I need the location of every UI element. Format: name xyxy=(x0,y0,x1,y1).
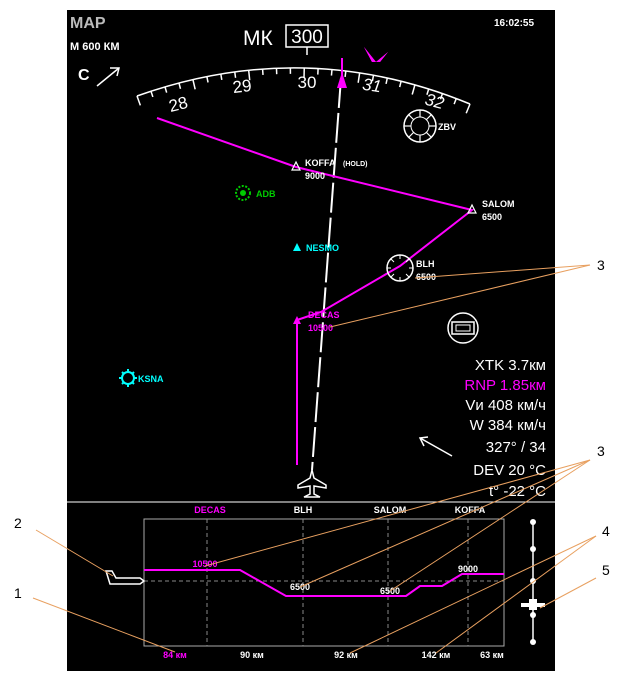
mode-label[interactable]: MAP xyxy=(70,15,106,32)
heading-tick-32: 32 xyxy=(423,90,447,113)
compass-tick-mark xyxy=(192,79,196,90)
rnp-readout: RNP 1.85км xyxy=(464,377,546,394)
callout-2: 2 xyxy=(14,515,22,531)
callout-leaders xyxy=(32,264,597,654)
compass-tick-mark xyxy=(206,76,209,83)
profile-frame xyxy=(143,518,505,647)
callout-5: 5 xyxy=(602,562,610,578)
course-value: 300 xyxy=(291,27,323,48)
profile-wpt-blh: BLH xyxy=(294,505,313,515)
vor-blh-icon[interactable] xyxy=(386,254,414,282)
profile-wpt-koffa: KOFFA xyxy=(455,505,486,515)
waypoint-decas-name: DECAS xyxy=(308,310,340,320)
compass-tick-mark xyxy=(247,70,251,81)
heading-tick-28: 28 xyxy=(167,93,190,116)
compass-tick-mark xyxy=(344,70,347,78)
waypoint-koffa-alt: 9000 xyxy=(305,171,325,181)
compass-tick-mark xyxy=(164,86,168,93)
profile-dist-1: 84 км xyxy=(163,650,187,660)
heading-tick-29: 29 xyxy=(232,76,253,97)
waypoint-blh-name: BLH xyxy=(416,259,435,269)
profile-alt-koffa: 9000 xyxy=(458,564,478,574)
compass-tick-mark xyxy=(465,103,471,114)
wind-readout: 327° / 34 xyxy=(486,439,546,456)
callout-4: 4 xyxy=(602,523,610,539)
profile-dist-3: 92 км xyxy=(334,650,358,660)
waypoint-decas-alt: 10500 xyxy=(308,323,333,333)
compass-tick-mark xyxy=(371,75,375,82)
profile-dist-4: 142 км xyxy=(422,650,451,660)
waypoint-salom-alt: 6500 xyxy=(482,212,502,222)
course-label: МК xyxy=(243,27,273,50)
waypoint-salom-name: SALOM xyxy=(482,199,515,209)
compass-tick-mark xyxy=(220,73,223,81)
track-line xyxy=(311,77,342,471)
heading-tick-30: 30 xyxy=(298,73,317,92)
navaid-zbv-label: ZBV xyxy=(438,122,456,132)
callout-3a: 3 xyxy=(597,257,605,273)
wind-flag-arrow-icon xyxy=(96,67,120,87)
waypoint-salom-icon[interactable] xyxy=(467,203,477,214)
callout-1: 1 xyxy=(14,585,22,601)
callout-3b: 3 xyxy=(597,443,605,459)
profile-wpt-salom: SALOM xyxy=(374,505,407,515)
wind-arrow-icon xyxy=(418,436,453,457)
profile-altitude-line xyxy=(144,569,504,597)
waypoint-nesmo-label: NESMO xyxy=(306,243,339,253)
compass-tick-mark xyxy=(136,95,142,106)
ndb-adb-icon[interactable] xyxy=(235,185,251,201)
compass-tick-mark xyxy=(330,69,333,76)
compass-tick-mark xyxy=(385,77,389,85)
profile-dist-5: 63 км xyxy=(480,650,504,660)
compass-tick-mark xyxy=(398,81,402,88)
xtk-readout: XTK 3.7км xyxy=(475,357,546,374)
airspeed-readout: Vи 408 км/ч xyxy=(465,397,546,414)
profile-wpt-decas: DECAS xyxy=(194,505,226,515)
own-aircraft-icon xyxy=(297,469,327,498)
isa-deviation-readout: DEV 20 °C xyxy=(473,462,546,479)
waypoint-koffa-name: KOFFA xyxy=(305,158,336,168)
navaid-adb-label: ADB xyxy=(256,189,276,199)
vor-zbv-icon[interactable] xyxy=(403,109,437,143)
compass-tick-mark xyxy=(150,90,154,98)
airport-ksna-label: KSNA xyxy=(138,374,164,384)
waypoint-decas-icon[interactable] xyxy=(293,316,301,324)
desired-track-arrow-icon xyxy=(337,72,347,88)
compass-tick-mark xyxy=(411,84,416,95)
waypoint-nesmo-icon[interactable] xyxy=(293,243,301,251)
clock: 16:02:55 xyxy=(494,18,534,29)
course-bug-icon xyxy=(364,47,388,62)
compass-tick-mark xyxy=(453,98,457,105)
airport-ksna-icon[interactable] xyxy=(119,369,137,387)
screen-background xyxy=(67,10,555,671)
waypoint-koffa-icon[interactable] xyxy=(291,160,301,171)
compass-tick-mark xyxy=(178,82,182,89)
compass-tick-mark xyxy=(439,93,444,100)
gps-sensor-icon xyxy=(447,312,479,344)
compass-tick-mark xyxy=(234,71,237,78)
profile-dist-2: 90 км xyxy=(240,650,264,660)
vertical-deviation-aircraft-icon xyxy=(521,599,545,610)
compass-tick-mark xyxy=(357,72,361,83)
groundspeed-readout: W 384 км/ч xyxy=(470,417,546,434)
compass-tick-mark xyxy=(426,88,430,95)
range-label[interactable]: М 600 КМ xyxy=(70,41,120,53)
wind-flag: С xyxy=(78,67,90,84)
profile-aircraft-icon xyxy=(104,570,146,585)
heading-tick-31: 31 xyxy=(361,75,382,96)
compass-scale: 28 29 30 31 32 xyxy=(136,67,471,116)
profile-alt-decas: 10500 xyxy=(192,559,217,569)
waypoint-koffa-hold: (HOLD) xyxy=(343,161,368,168)
